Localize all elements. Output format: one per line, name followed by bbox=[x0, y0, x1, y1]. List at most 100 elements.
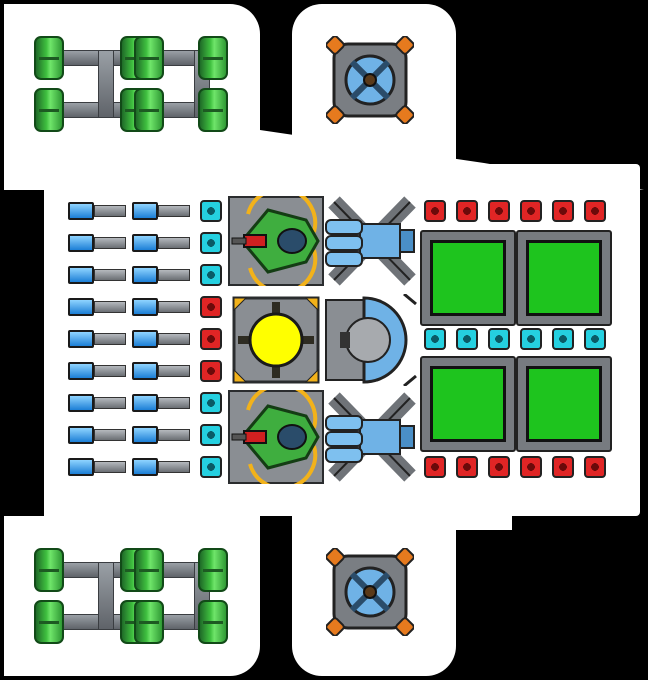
battery-cell[interactable] bbox=[132, 358, 190, 384]
thruster-top[interactable] bbox=[324, 196, 420, 286]
battery-pipe bbox=[158, 365, 190, 377]
cyan-connector-icon[interactable] bbox=[424, 328, 446, 350]
screen-display bbox=[526, 240, 602, 316]
battery-pipe bbox=[94, 269, 126, 281]
cargo-screen[interactable] bbox=[420, 356, 516, 452]
red-connector-icon[interactable] bbox=[200, 328, 222, 350]
red-connector-icon[interactable] bbox=[488, 200, 510, 222]
gyroscope-top[interactable] bbox=[326, 36, 414, 124]
battery-icon bbox=[132, 394, 158, 412]
cyan-connector-icon[interactable] bbox=[488, 328, 510, 350]
cyan-connector-icon[interactable] bbox=[200, 456, 222, 478]
battery-pipe bbox=[94, 365, 126, 377]
cyan-connector-icon[interactable] bbox=[584, 328, 606, 350]
laser-turret-bottom[interactable] bbox=[228, 390, 324, 484]
screen-display bbox=[526, 366, 602, 442]
battery-icon bbox=[68, 426, 94, 444]
cyan-connector-icon[interactable] bbox=[200, 264, 222, 286]
battery-pipe bbox=[158, 429, 190, 441]
battery-pipe bbox=[94, 333, 126, 345]
red-connector-icon[interactable] bbox=[584, 456, 606, 478]
red-connector-icon[interactable] bbox=[520, 200, 542, 222]
cargo-screen[interactable] bbox=[516, 356, 612, 452]
cyan-connector-icon[interactable] bbox=[200, 200, 222, 222]
battery-cell[interactable] bbox=[68, 230, 126, 256]
laser-turret-top[interactable] bbox=[228, 196, 324, 286]
cyan-connector-icon[interactable] bbox=[200, 424, 222, 446]
battery-cell[interactable] bbox=[68, 454, 126, 480]
battery-cell[interactable] bbox=[132, 230, 190, 256]
fuel-tank-bottom-left[interactable] bbox=[34, 546, 230, 646]
battery-pipe bbox=[94, 429, 126, 441]
battery-pipe bbox=[94, 237, 126, 249]
cyan-connector-icon[interactable] bbox=[520, 328, 542, 350]
red-connector-icon[interactable] bbox=[552, 456, 574, 478]
battery-icon bbox=[68, 394, 94, 412]
battery-pipe bbox=[158, 237, 190, 249]
red-connector-icon[interactable] bbox=[584, 200, 606, 222]
battery-icon bbox=[68, 362, 94, 380]
reactor-core[interactable] bbox=[228, 292, 324, 388]
battery-icon bbox=[132, 202, 158, 220]
battery-cell[interactable] bbox=[68, 358, 126, 384]
red-connector-icon[interactable] bbox=[424, 200, 446, 222]
screen-display bbox=[430, 240, 506, 316]
red-connector-icon[interactable] bbox=[456, 456, 478, 478]
cockpit[interactable] bbox=[324, 294, 420, 386]
battery-icon bbox=[68, 234, 94, 252]
battery-cell[interactable] bbox=[68, 390, 126, 416]
battery-cell[interactable] bbox=[132, 454, 190, 480]
cyan-connector-icon[interactable] bbox=[200, 392, 222, 414]
hull-top-left bbox=[4, 4, 260, 164]
battery-icon bbox=[132, 298, 158, 316]
battery-cell[interactable] bbox=[68, 198, 126, 224]
battery-cell[interactable] bbox=[132, 390, 190, 416]
cyan-connector-icon[interactable] bbox=[456, 328, 478, 350]
battery-pipe bbox=[94, 205, 126, 217]
battery-pipe bbox=[158, 205, 190, 217]
fuel-tank-icon bbox=[198, 36, 228, 80]
battery-cell[interactable] bbox=[68, 294, 126, 320]
battery-icon bbox=[68, 330, 94, 348]
fuel-tank-top-left[interactable] bbox=[34, 34, 230, 134]
red-connector-icon[interactable] bbox=[200, 296, 222, 318]
battery-pipe bbox=[94, 301, 126, 313]
red-connector-icon[interactable] bbox=[488, 456, 510, 478]
fuel-tank-icon bbox=[198, 88, 228, 132]
battery-cell[interactable] bbox=[132, 294, 190, 320]
battery-cell[interactable] bbox=[68, 422, 126, 448]
fuel-tank-icon bbox=[34, 88, 64, 132]
battery-pipe bbox=[158, 333, 190, 345]
screen-display bbox=[430, 366, 506, 442]
battery-cell[interactable] bbox=[132, 422, 190, 448]
cyan-connector-icon[interactable] bbox=[200, 232, 222, 254]
red-connector-icon[interactable] bbox=[200, 360, 222, 382]
hull-bottom-join bbox=[292, 500, 512, 530]
battery-cell[interactable] bbox=[68, 326, 126, 352]
fuel-tank-icon bbox=[34, 548, 64, 592]
battery-pipe bbox=[158, 397, 190, 409]
gyroscope-bottom[interactable] bbox=[326, 548, 414, 636]
battery-pipe bbox=[158, 269, 190, 281]
battery-cell[interactable] bbox=[132, 326, 190, 352]
battery-pipe bbox=[94, 461, 126, 473]
battery-cell[interactable] bbox=[132, 198, 190, 224]
red-connector-icon[interactable] bbox=[456, 200, 478, 222]
red-connector-icon[interactable] bbox=[424, 456, 446, 478]
battery-pipe bbox=[158, 301, 190, 313]
battery-cell[interactable] bbox=[68, 262, 126, 288]
red-connector-icon[interactable] bbox=[552, 200, 574, 222]
fuel-tank-icon bbox=[134, 36, 164, 80]
cargo-screen[interactable] bbox=[516, 230, 612, 326]
red-connector-icon[interactable] bbox=[520, 456, 542, 478]
battery-icon bbox=[68, 458, 94, 476]
battery-cell[interactable] bbox=[132, 262, 190, 288]
thruster-bottom[interactable] bbox=[324, 392, 420, 482]
fuel-tank-icon bbox=[134, 88, 164, 132]
battery-icon bbox=[132, 234, 158, 252]
fuel-tank-icon bbox=[134, 600, 164, 644]
cyan-connector-icon[interactable] bbox=[552, 328, 574, 350]
cargo-screen[interactable] bbox=[420, 230, 516, 326]
battery-icon bbox=[68, 202, 94, 220]
battery-icon bbox=[68, 298, 94, 316]
